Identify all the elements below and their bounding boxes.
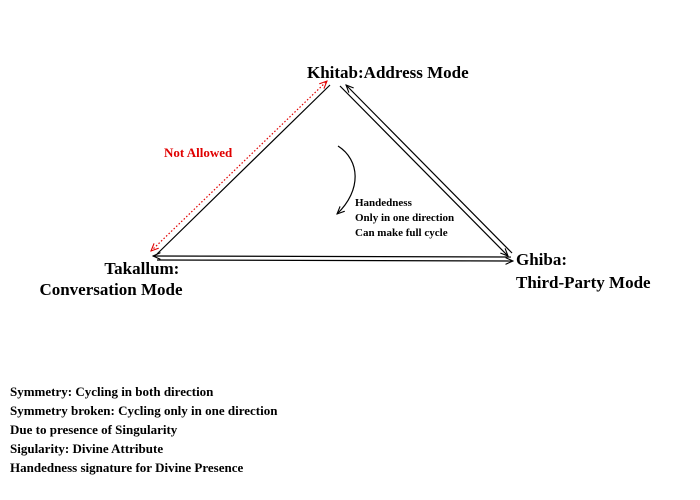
edge-takallum-ghiba (153, 256, 513, 261)
khitab-label: Khitab:Address Mode (307, 63, 469, 82)
ghiba-label: Ghiba: Third-Party Mode (516, 250, 651, 292)
handedness-line3: Can make full cycle (355, 227, 448, 239)
edge-khitab-ghiba-line1 (346, 85, 513, 254)
khitab-label-line: Khitab:Address Mode (307, 63, 469, 82)
note-item: Sigularity: Divine Attribute (10, 441, 164, 456)
handedness-arrow (337, 145, 356, 214)
notes-list: Symmetry: Cycling in both direction Symm… (10, 382, 277, 477)
note-item: Due to presence of Singularity (10, 422, 178, 437)
edge-khitab-ghiba-line2 (339, 85, 508, 256)
handedness-text: Handedness Only in one direction Can mak… (355, 197, 457, 239)
note-item: Symmetry broken: Cycling only in one dir… (10, 403, 278, 418)
takallum-label: Takallum: Conversation Mode (39, 259, 183, 299)
edge-takallum-khitab-black (156, 84, 331, 255)
takallum-label-line2: Conversation Mode (39, 280, 183, 299)
handedness-line2: Only in one direction (355, 212, 454, 224)
edge-takallum-ghiba-line2 (156, 260, 513, 261)
takallum-label-line1: Takallum: (104, 259, 179, 278)
ghiba-label-line1: Ghiba: (516, 250, 567, 269)
not-allowed-label: Not Allowed (164, 145, 233, 160)
note-item: Symmetry: Cycling in both direction (10, 384, 214, 399)
handedness-line1: Handedness (355, 197, 413, 209)
edge-takallum-khitab (151, 81, 331, 255)
edge-takallum-khitab-red (151, 81, 327, 251)
edge-takallum-ghiba-line1 (153, 256, 512, 257)
edge-khitab-ghiba (339, 85, 513, 256)
ghiba-label-line2: Third-Party Mode (516, 273, 651, 292)
note-item: Handedness signature for Divine Presence (10, 460, 244, 475)
